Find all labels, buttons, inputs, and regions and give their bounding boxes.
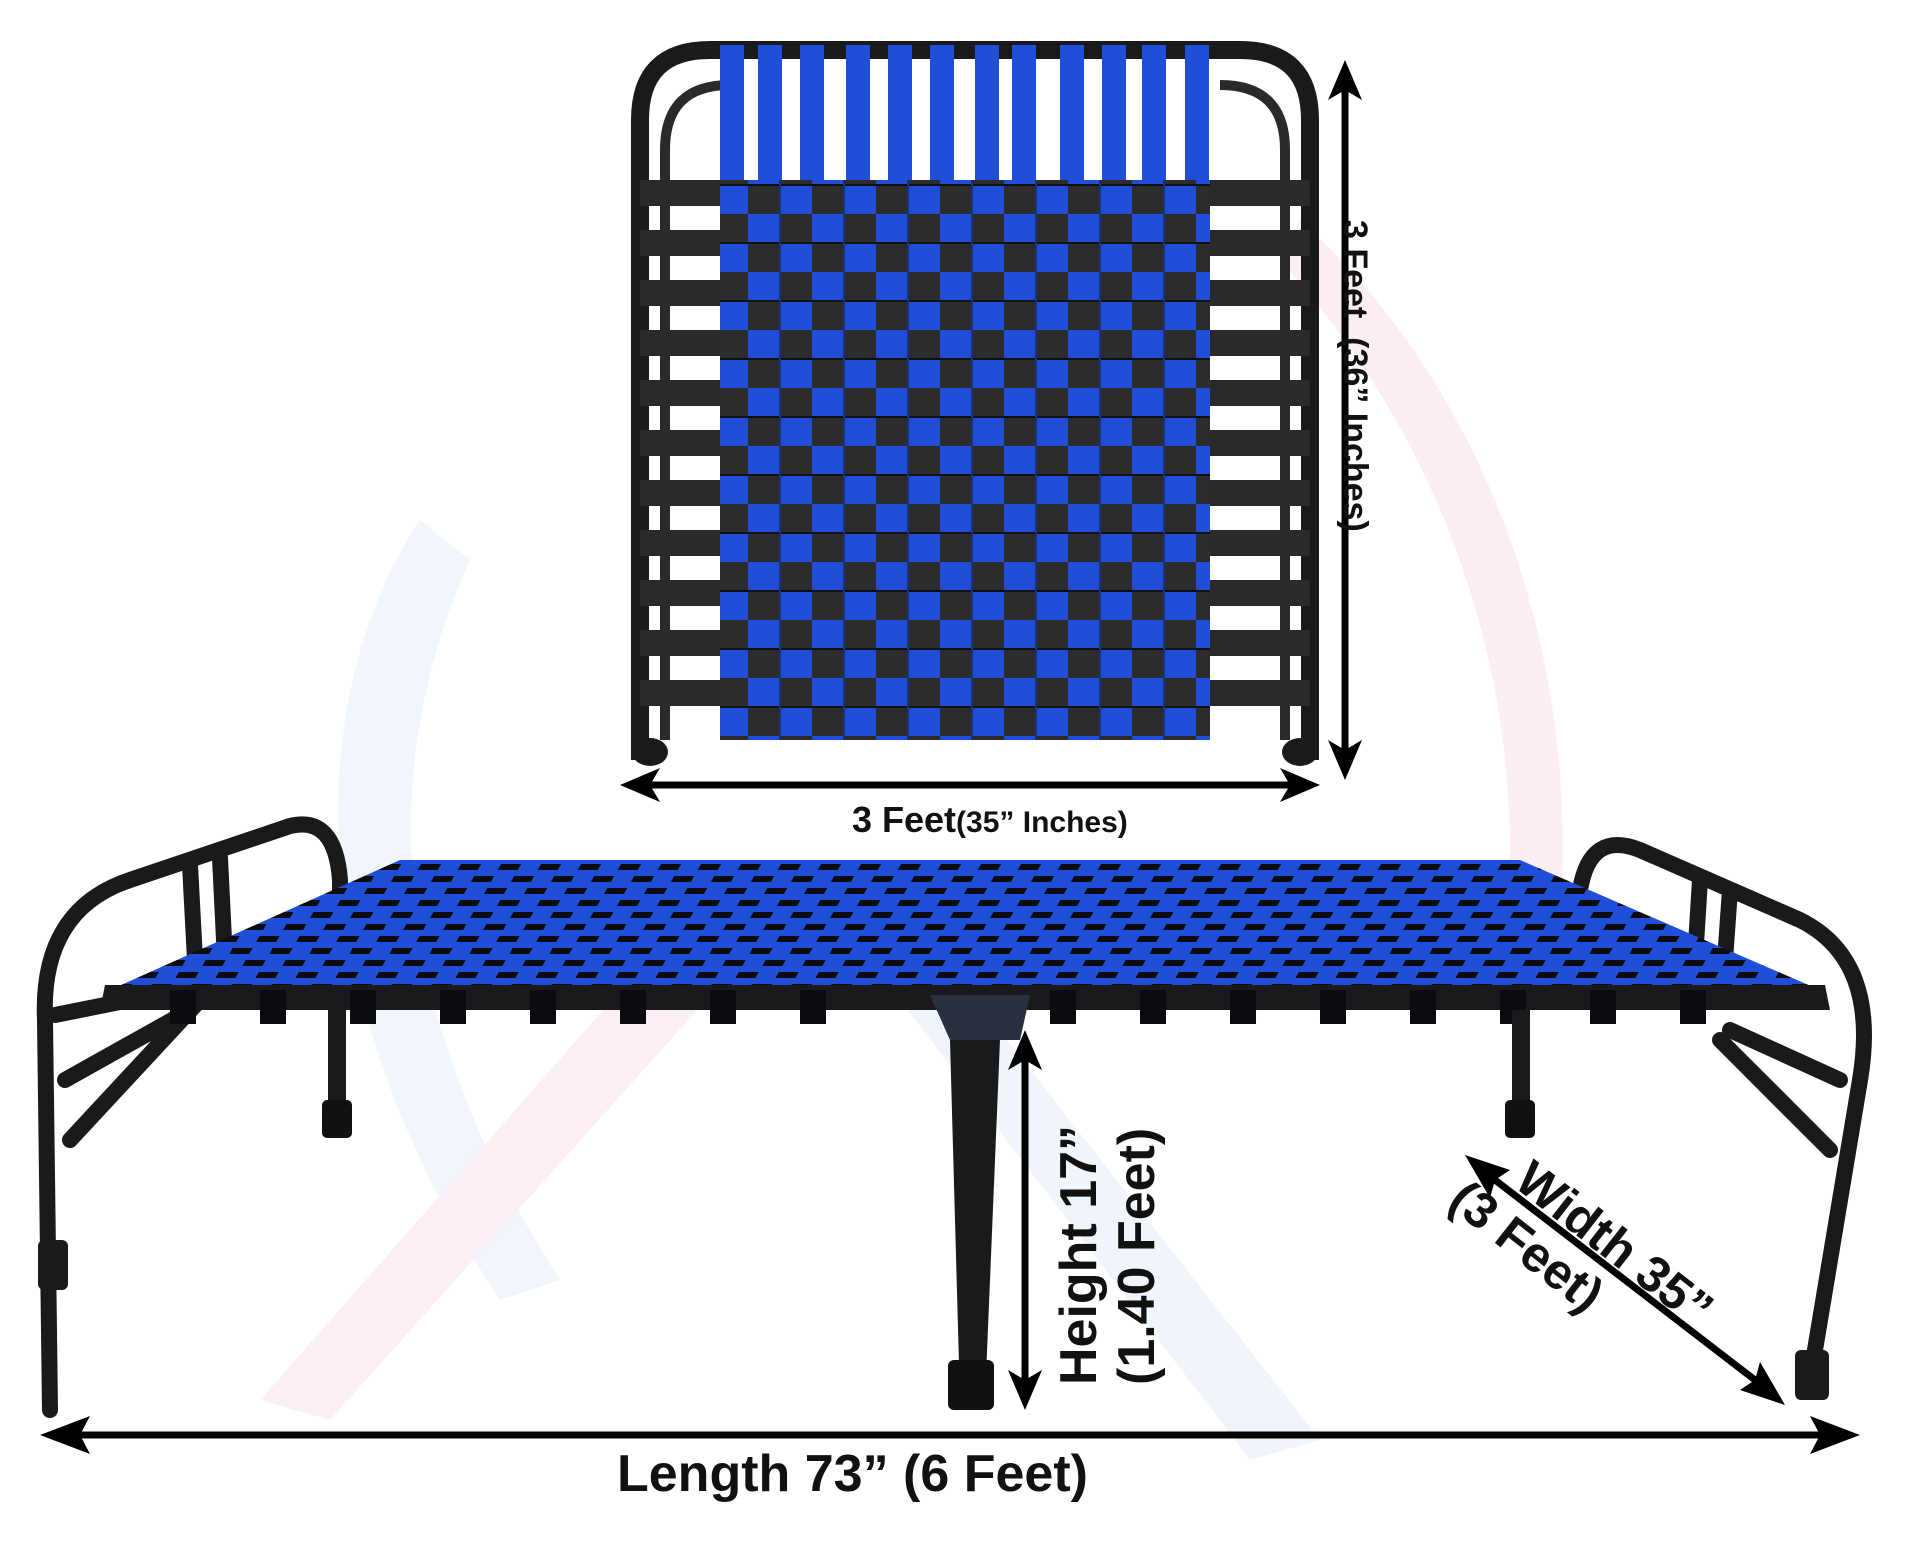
folded-cot-image — [631, 41, 1319, 766]
folded-height-primary: 3 Feet — [1336, 220, 1374, 319]
folded-height-secondary: (36” Inches) — [1336, 337, 1374, 532]
open-width-arrow — [1465, 1155, 1785, 1405]
open-height-line2: (1.40 Feet) — [1108, 1127, 1166, 1385]
folded-woven-panel — [720, 180, 1210, 740]
folded-width-primary: 3 Feet — [852, 799, 957, 840]
center-hinge — [930, 995, 1030, 1040]
open-woven-surface — [110, 860, 1820, 990]
right-headboard — [1567, 837, 1872, 1388]
folded-blue-strap-loops — [720, 45, 1209, 195]
open-length-label: Length 73” (6 Feet) — [617, 1445, 1088, 1503]
folded-width-arrow — [620, 768, 1320, 802]
folded-height-label: 3 Feet (36” Inches) — [1336, 220, 1374, 532]
open-length-arrow — [40, 1416, 1860, 1454]
folded-width-secondary: (35” Inches) — [956, 806, 1128, 839]
open-height-arrow — [1008, 1030, 1042, 1410]
folded-width-label: 3 Feet(35” Inches) — [852, 802, 1128, 838]
front-rail-clips — [170, 990, 1706, 1024]
open-cot-image — [36, 816, 1872, 1418]
open-height-label: Height 17” (1.40 Feet) — [1050, 1125, 1166, 1385]
folded-height-arrow — [1328, 60, 1362, 780]
open-height-line1: Height 17” — [1050, 1124, 1108, 1385]
center-leg — [950, 1040, 1000, 1400]
